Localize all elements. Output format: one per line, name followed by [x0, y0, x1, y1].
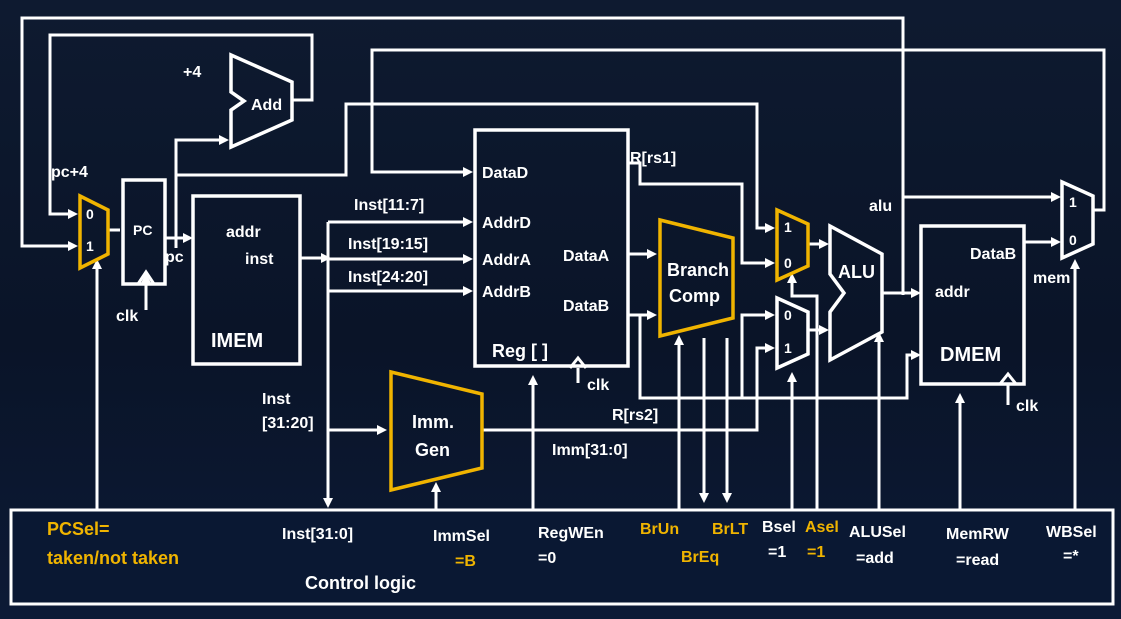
bsel-label-a: Bsel [762, 519, 796, 536]
wire-writeback-loop [370, 48, 1106, 212]
alu-block [828, 223, 884, 363]
clk-pc-label: clk [116, 308, 138, 325]
pc-label: PC [133, 222, 152, 238]
asel-label-a: Asel [805, 519, 839, 536]
pc-mux-zero: 0 [86, 206, 94, 222]
dmem-block [919, 224, 1026, 386]
clk-reg-label: clk [587, 377, 609, 394]
mem-signal-label: mem [1033, 270, 1070, 287]
pc-clock-triangle [136, 269, 156, 285]
pcsel-label-a: PCSel= [47, 519, 110, 539]
pc-mux-one: 1 [86, 238, 94, 254]
control-logic-box [9, 508, 1115, 606]
reg-addra: AddrA [482, 252, 531, 269]
b-mux-one: 1 [784, 340, 792, 356]
memrw-label-a: MemRW [946, 526, 1010, 543]
branch-line2: Comp [669, 286, 720, 306]
imem-addr: addr [226, 224, 261, 241]
pc-register [121, 178, 167, 286]
pcsel-label-b: taken/not taken [47, 548, 179, 568]
wire-pc-to-amux [176, 102, 772, 230]
wire-imm-out [482, 346, 772, 432]
brlt-label: BrLT [712, 521, 748, 538]
immgen-line2: Gen [415, 440, 450, 460]
clk-dmem-label: clk [1016, 398, 1038, 415]
wb-mux-one: 1 [1069, 194, 1077, 210]
inst-19-15-label: Inst[19:15] [348, 236, 428, 253]
brun-label: BrUn [640, 521, 679, 538]
reg-addrb: AddrB [482, 284, 531, 301]
memrw-label-b: =read [956, 552, 999, 569]
inst-31-0-label: Inst[31:0] [282, 526, 353, 543]
wire-rs2-to-bmux [740, 313, 772, 398]
alu-label: ALU [838, 262, 875, 282]
inst-31-20-label-b: [31:20] [262, 415, 314, 432]
b-mux-zero: 0 [784, 307, 792, 323]
bsel-label-b: =1 [768, 544, 786, 561]
wbsel-label-b: =* [1063, 548, 1079, 565]
pc-plus4-label: pc+4 [51, 164, 88, 181]
wires [20, 16, 1106, 510]
alu-signal-label: alu [869, 198, 892, 215]
wire-alu-to-pcmux [20, 16, 905, 295]
reg-dataa: DataA [563, 248, 610, 265]
plus4-label: +4 [183, 64, 201, 81]
regwen-label-a: RegWEn [538, 525, 604, 542]
wire-pcplus4-loop [48, 33, 314, 216]
wbsel-label-a: WBSel [1046, 524, 1097, 541]
pc-adder [229, 52, 294, 150]
wire-pc-to-adder [174, 138, 226, 248]
immsel-label-b: =B [455, 553, 476, 570]
branch-comparator [658, 217, 735, 339]
alusel-label-b: =add [856, 550, 894, 567]
reg-clock-triangle [568, 355, 588, 369]
a-mux-zero: 0 [784, 255, 792, 271]
dmem-addr: addr [935, 284, 970, 301]
control-logic-title: Control logic [305, 573, 416, 593]
immgen-line1: Imm. [412, 412, 454, 432]
b-mux [775, 295, 810, 371]
immsel-label-a: ImmSel [433, 528, 490, 545]
arrowheads [68, 135, 1080, 508]
a-mux [775, 207, 810, 283]
rs2-label: R[rs2] [612, 407, 658, 424]
reg-addrd: AddrD [482, 215, 531, 232]
rs1-label: R[rs1] [630, 150, 676, 167]
dmem-clock-triangle [998, 371, 1018, 385]
inst-31-20-label-a: Inst [262, 391, 291, 408]
wire-asel [790, 276, 819, 510]
reg-datab: DataB [563, 298, 609, 315]
wire-rs2 [638, 315, 918, 400]
dmem-title: DMEM [940, 344, 1001, 366]
wb-mux [1060, 179, 1095, 261]
adder-label: Add [251, 97, 282, 114]
breq-label: BrEq [681, 549, 719, 566]
asel-label-b: =1 [807, 544, 825, 561]
inst-24-20-label: Inst[24:20] [348, 269, 428, 286]
imm-gen [389, 369, 484, 493]
imem-title: IMEM [211, 330, 263, 352]
wb-mux-zero: 0 [1069, 232, 1077, 248]
regwen-label-b: =0 [538, 550, 556, 567]
reg-title: Reg [ ] [492, 341, 548, 361]
alusel-label-a: ALUSel [849, 524, 906, 541]
a-mux-one: 1 [784, 219, 792, 235]
reg-datad: DataD [482, 165, 528, 182]
imem-inst: inst [245, 251, 274, 268]
inst-11-7-label: Inst[11:7] [354, 197, 424, 214]
wire-rs1 [628, 161, 772, 265]
pc-out-label: pc [165, 249, 184, 266]
branch-line1: Branch [667, 260, 729, 280]
imem-block [191, 194, 302, 366]
dmem-datab: DataB [970, 246, 1016, 263]
register-file [473, 128, 630, 368]
pc-mux [78, 193, 110, 271]
imm-label: Imm[31:0] [552, 442, 628, 459]
